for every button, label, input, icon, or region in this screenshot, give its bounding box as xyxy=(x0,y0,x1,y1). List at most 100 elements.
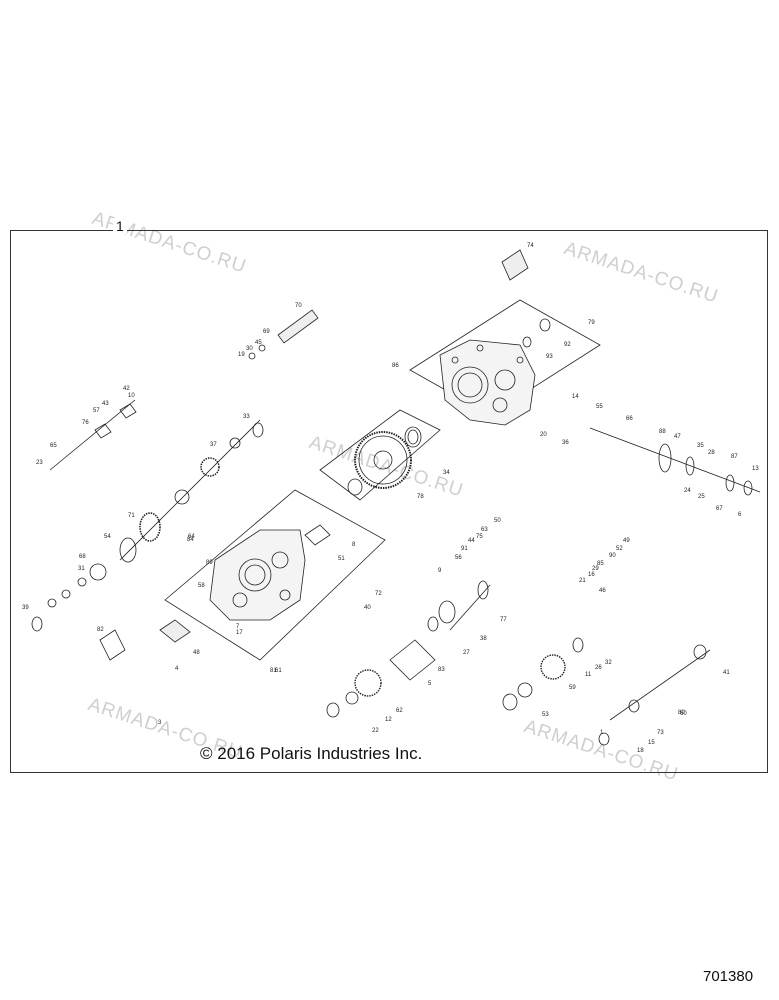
callout-label: 27 xyxy=(463,650,470,656)
callout-label: 51 xyxy=(338,556,345,562)
callout-label: 64 xyxy=(188,534,195,540)
callout-label: 63 xyxy=(481,527,488,533)
callout-label: 20 xyxy=(540,432,547,438)
callout-label: 49 xyxy=(623,538,630,544)
callout-label: 88 xyxy=(659,429,666,435)
output-shaft-assembly xyxy=(522,318,761,496)
callout-label: 33 xyxy=(243,414,250,420)
callout-label: 55 xyxy=(596,404,603,410)
callout-label: 67 xyxy=(716,506,723,512)
callout-label: 37 xyxy=(210,442,217,448)
callout-label: 3 xyxy=(158,720,162,726)
callout-label: 32 xyxy=(605,660,612,666)
callout-label: 72 xyxy=(375,591,382,597)
callout-label: 8 xyxy=(352,542,356,548)
callout-label: 44 xyxy=(468,538,475,544)
callout-label: 60 xyxy=(680,711,687,717)
callout-label: 5 xyxy=(428,681,432,687)
copyright-notice: © 2016 Polaris Industries Inc. xyxy=(200,744,423,763)
callout-label: 29 xyxy=(592,566,599,572)
callout-label: 62 xyxy=(396,708,403,714)
gear-group-outline xyxy=(319,409,441,501)
callout-label: 86 xyxy=(392,363,399,369)
countershaft-gears xyxy=(326,637,711,746)
callout-label: 46 xyxy=(599,588,606,594)
callout-label: 70 xyxy=(295,303,302,309)
front-housing-case xyxy=(209,529,306,621)
callout-label: 47 xyxy=(674,434,681,440)
rear-housing-case xyxy=(439,339,536,426)
callout-label: 11 xyxy=(585,672,592,678)
shift-fork-assembly xyxy=(49,399,137,471)
callout-label: 89 xyxy=(206,560,213,566)
callout-label: 68 xyxy=(79,554,86,560)
callout-label: 9 xyxy=(438,568,442,574)
callout-label: 87 xyxy=(731,454,738,460)
callout-label: 39 xyxy=(22,605,29,611)
housing-group-outline xyxy=(164,489,386,661)
callout-label: 35 xyxy=(697,443,704,449)
callout-label: 22 xyxy=(372,728,379,734)
callout-label: 24 xyxy=(684,488,691,494)
callout-label: 79 xyxy=(588,320,595,326)
callout-label: 17 xyxy=(236,630,243,636)
callout-label: 78 xyxy=(417,494,424,500)
callout-label: 34 xyxy=(443,470,450,476)
drawing-number: 701380 xyxy=(703,968,754,985)
callout-label: 30 xyxy=(246,346,253,352)
callout-label: 71 xyxy=(128,513,135,519)
callout-label: 31 xyxy=(78,566,85,572)
callout-label: 80 xyxy=(678,710,685,716)
callout-label: 69 xyxy=(263,329,270,335)
callout-label: 28 xyxy=(708,450,715,456)
section-number: 1 xyxy=(113,218,127,234)
callout-label: 26 xyxy=(595,665,602,671)
callout-label: 42 xyxy=(123,386,130,392)
ring-gear xyxy=(354,431,412,489)
callout-label: 6 xyxy=(738,512,742,518)
callout-label: 10 xyxy=(128,393,135,399)
callout-label: 43 xyxy=(102,401,109,407)
callout-label: 57 xyxy=(93,408,100,414)
callout-label: 48 xyxy=(193,650,200,656)
callout-label: 77 xyxy=(500,617,507,623)
callout-label: 82 xyxy=(97,627,104,633)
callout-label: 93 xyxy=(546,354,553,360)
callout-label: 12 xyxy=(385,717,392,723)
callout-label: 4 xyxy=(175,666,179,672)
callout-label: 73 xyxy=(657,730,664,736)
input-shaft-assembly xyxy=(31,419,264,632)
callout-label: 45 xyxy=(255,340,262,346)
callout-label: 90 xyxy=(609,553,616,559)
callout-label: 25 xyxy=(698,494,705,500)
pinion-shaft-assembly xyxy=(427,580,491,632)
diagram-frame xyxy=(10,230,768,773)
callout-label: 41 xyxy=(723,670,730,676)
callout-label: 92 xyxy=(564,342,571,348)
vent-cover xyxy=(304,524,331,546)
callout-label: 40 xyxy=(364,605,371,611)
callout-label: 59 xyxy=(569,685,576,691)
callout-label: 84 xyxy=(187,537,194,543)
callout-label: 23 xyxy=(36,460,43,466)
callout-label: 91 xyxy=(461,546,468,552)
callout-label: 61 xyxy=(275,668,282,674)
side-cover xyxy=(99,619,436,681)
callout-label: 16 xyxy=(588,572,595,578)
callout-label: 56 xyxy=(455,555,462,561)
callout-label: 81 xyxy=(270,668,277,674)
callout-label: 75 xyxy=(476,534,483,540)
mounting-bracket xyxy=(501,249,529,281)
callout-label: 85 xyxy=(597,561,604,567)
callout-label: 50 xyxy=(494,518,501,524)
callout-label: 15 xyxy=(648,740,655,746)
callout-label: 58 xyxy=(198,583,205,589)
callout-label: 65 xyxy=(50,443,57,449)
callout-label: 53 xyxy=(542,712,549,718)
callout-label: 19 xyxy=(238,352,245,358)
callout-label: 74 xyxy=(527,243,534,249)
callout-label: 36 xyxy=(562,440,569,446)
callout-label: 38 xyxy=(480,636,487,642)
